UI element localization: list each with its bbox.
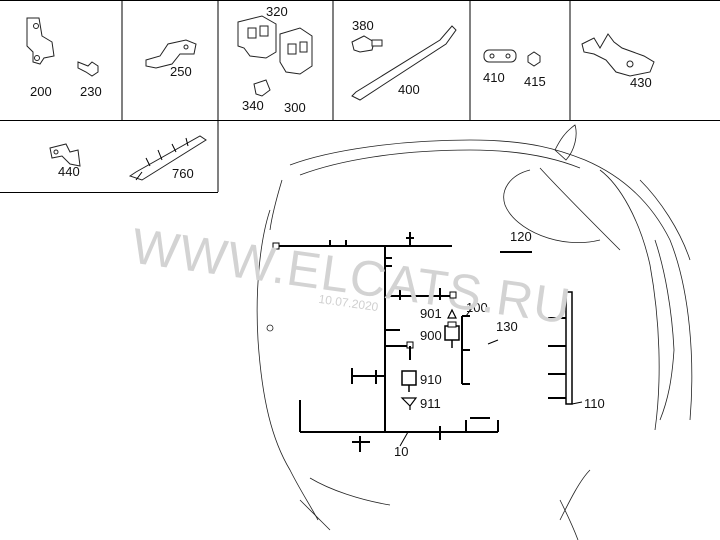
part-label-250: 250 — [170, 64, 192, 79]
watermark: WWW.ELCATS.RU 10.07.2020 — [128, 218, 574, 335]
holder-300-slot — [299, 41, 308, 53]
car-body-outline — [256, 124, 693, 540]
harness-760-branches — [135, 137, 189, 181]
callout-120: 120 — [510, 229, 532, 244]
clip-380-stem — [371, 39, 383, 47]
cell-430[interactable]: 430 — [581, 33, 655, 90]
bracket-440-hole — [53, 149, 59, 155]
callout-10: 10 — [394, 444, 408, 459]
bracket-430-drawing — [581, 33, 655, 77]
wiring-harness-10[interactable] — [272, 232, 499, 452]
callout-130: 130 — [496, 319, 518, 334]
cell-410-415[interactable]: 410 415 — [483, 49, 546, 89]
part-label-300: 300 — [284, 100, 306, 115]
plate-410-drawing — [483, 49, 517, 63]
callout-901: 901 — [420, 306, 442, 321]
cell-320-340-300[interactable]: 320 340 300 — [237, 4, 313, 115]
emblem-icon — [266, 324, 274, 332]
callout-911: 911 — [420, 396, 441, 411]
relay-910-icon[interactable] — [401, 370, 417, 392]
fuse-901-icon[interactable] — [447, 308, 457, 319]
fuse-911-icon[interactable] — [400, 397, 418, 410]
part-label-200: 200 — [30, 84, 52, 99]
screw-340-drawing — [253, 79, 271, 97]
nut-415-drawing — [527, 51, 541, 67]
cell-760[interactable]: 760 — [128, 135, 207, 181]
part-label-400: 400 — [398, 82, 420, 97]
component-100-bracket[interactable] — [461, 315, 470, 385]
part-label-340: 340 — [242, 98, 264, 113]
part-label-440: 440 — [58, 164, 80, 179]
holder-320-slot — [259, 25, 269, 37]
cell-440[interactable]: 440 — [49, 143, 81, 179]
bracket-200-drawing — [26, 17, 55, 65]
part-label-415: 415 — [524, 74, 546, 89]
callout-900: 900 — [420, 328, 442, 343]
holder-320-slot — [247, 27, 257, 39]
plate-410-hole — [489, 53, 495, 59]
part-label-410: 410 — [483, 70, 505, 85]
clip-380-drawing — [351, 35, 375, 53]
relay-900-icon[interactable] — [444, 321, 460, 348]
plate-410-hole — [505, 53, 511, 59]
bracket-200-hole — [33, 23, 39, 29]
leader-lines — [399, 307, 583, 447]
holder-320-drawing — [237, 15, 277, 59]
bracket-200-hole — [34, 55, 40, 61]
cable-tie-400-drawing — [351, 25, 457, 101]
cell-250[interactable]: 250 — [145, 39, 197, 79]
parts-grid — [0, 0, 720, 193]
callout-110: 110 — [584, 396, 605, 411]
part-label-320: 320 — [266, 4, 288, 19]
watermark-text: WWW.ELCATS.RU — [128, 218, 574, 335]
callout-labels: 120 100 901 900 130 910 911 110 10 — [394, 229, 605, 459]
callout-910: 910 — [420, 372, 442, 387]
part-label-380: 380 — [352, 18, 374, 33]
bracket-250-hole — [183, 44, 189, 50]
part-label-430: 430 — [630, 75, 652, 90]
part-label-230: 230 — [80, 84, 102, 99]
cell-380-400[interactable]: 380 400 — [351, 18, 457, 101]
callout-100: 100 — [466, 300, 488, 315]
holder-300-slot — [287, 43, 297, 55]
screw-230-drawing — [77, 61, 99, 77]
part-label-760: 760 — [172, 166, 194, 181]
bracket-430-hole — [626, 60, 634, 68]
bracket-440-drawing — [49, 143, 81, 167]
cell-200-230[interactable]: 200 230 — [26, 17, 102, 99]
harness-760-drawing — [128, 135, 207, 181]
